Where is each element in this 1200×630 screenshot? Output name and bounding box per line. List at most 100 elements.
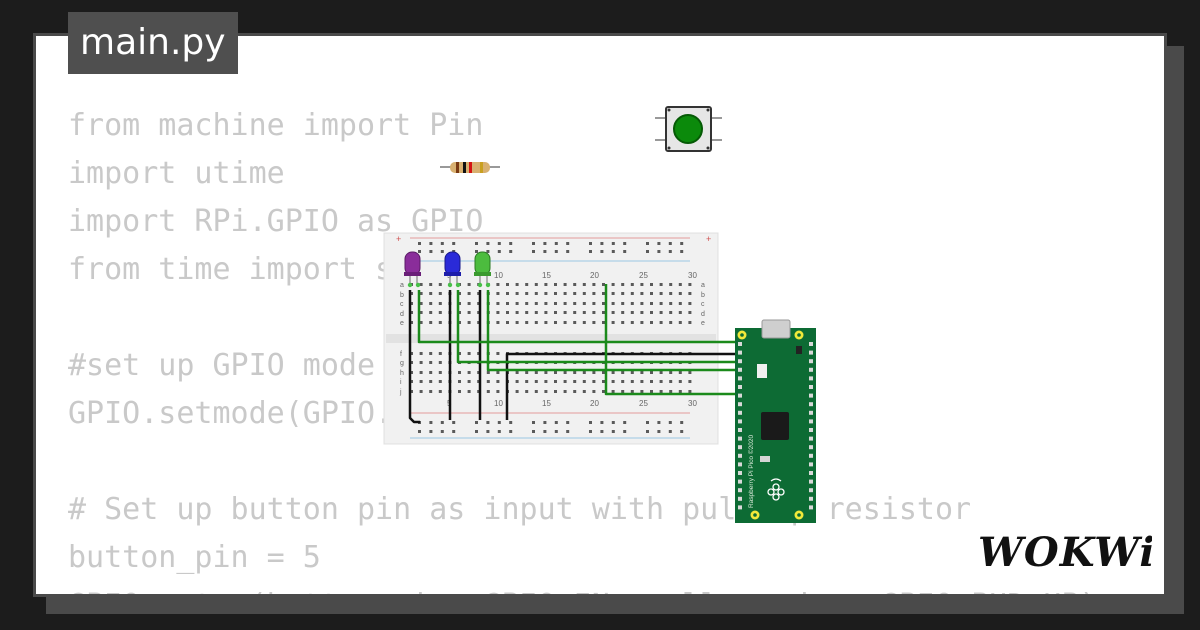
purple-led[interactable] [404, 251, 421, 288]
breadboard-hole[interactable] [640, 390, 644, 393]
breadboard-hole[interactable] [566, 421, 570, 424]
breadboard-hole[interactable] [621, 390, 625, 393]
pico-pin[interactable] [809, 342, 813, 346]
breadboard-hole[interactable] [410, 380, 413, 383]
breadboard-hole[interactable] [554, 380, 557, 383]
breadboard-hole[interactable] [452, 421, 456, 424]
breadboard-hole[interactable] [532, 430, 535, 433]
breadboard-hole[interactable] [419, 352, 423, 355]
breadboard-hole[interactable] [611, 390, 615, 393]
breadboard-hole[interactable] [534, 380, 538, 383]
green-led[interactable] [474, 251, 491, 288]
breadboard-hole[interactable] [592, 371, 596, 374]
breadboard-hole[interactable] [429, 250, 433, 253]
signal-wire[interactable] [417, 290, 746, 344]
breadboard-hole[interactable] [515, 321, 519, 324]
breadboard-hole[interactable] [440, 242, 444, 245]
breadboard-hole[interactable] [544, 380, 548, 383]
breadboard-hole[interactable] [592, 390, 596, 393]
breadboard-hole[interactable] [418, 242, 421, 245]
breadboard-hole[interactable] [486, 390, 490, 393]
breadboard-hole[interactable] [509, 250, 513, 253]
breadboard-hole[interactable] [543, 250, 547, 253]
breadboard-hole[interactable] [554, 321, 557, 324]
breadboard-hole[interactable] [419, 321, 423, 324]
breadboard-hole[interactable] [650, 311, 653, 314]
breadboard-hole[interactable] [621, 321, 625, 324]
breadboard-hole[interactable] [429, 292, 433, 295]
breadboard-hole[interactable] [475, 242, 478, 245]
breadboard-hole[interactable] [418, 250, 421, 253]
pico-pin[interactable] [809, 436, 813, 441]
breadboard-hole[interactable] [534, 311, 538, 314]
breadboard-hole[interactable] [496, 321, 500, 324]
breadboard-hole[interactable] [680, 421, 684, 424]
breadboard-hole[interactable] [623, 421, 627, 424]
breadboard-hole[interactable] [659, 371, 663, 374]
breadboard-hole[interactable] [630, 311, 634, 314]
breadboard-hole[interactable] [573, 321, 577, 324]
file-tab[interactable]: main.py [68, 12, 238, 74]
breadboard-hole[interactable] [410, 371, 413, 374]
breadboard-hole[interactable] [543, 421, 547, 424]
breadboard-hole[interactable] [669, 321, 673, 324]
ground-wire[interactable] [408, 290, 420, 424]
breadboard-hole[interactable] [611, 371, 615, 374]
breadboard-hole[interactable] [623, 242, 627, 245]
breadboard-hole[interactable] [554, 292, 557, 295]
signal-wire[interactable] [486, 290, 746, 372]
breadboard-hole[interactable] [680, 250, 684, 253]
breadboard-hole[interactable] [566, 250, 570, 253]
pico-pin[interactable] [809, 453, 813, 458]
breadboard-hole[interactable] [543, 242, 547, 245]
breadboard-hole[interactable] [630, 390, 634, 393]
breadboard-hole[interactable] [544, 390, 548, 393]
breadboard-hole[interactable] [678, 321, 682, 324]
breadboard-hole[interactable] [669, 292, 673, 295]
breadboard-hole[interactable] [496, 302, 500, 305]
breadboard-hole[interactable] [602, 302, 605, 305]
breadboard-hole[interactable] [611, 321, 615, 324]
breadboard-hole[interactable] [544, 302, 548, 305]
breadboard-hole[interactable] [486, 242, 490, 245]
breadboard-hole[interactable] [688, 283, 692, 286]
pico-pin[interactable] [738, 428, 742, 432]
breadboard-hole[interactable] [554, 311, 557, 314]
breadboard-hole[interactable] [650, 302, 653, 305]
breadboard-hole[interactable] [410, 302, 413, 305]
breadboard-hole[interactable] [611, 430, 615, 433]
pico-pin[interactable] [809, 350, 813, 355]
breadboard-hole[interactable] [563, 292, 567, 295]
breadboard-hole[interactable] [573, 390, 577, 393]
breadboard-hole[interactable] [630, 321, 634, 324]
breadboard-hole[interactable] [429, 242, 433, 245]
breadboard-hole[interactable] [467, 352, 471, 355]
breadboard-hole[interactable] [678, 380, 682, 383]
breadboard-hole[interactable] [600, 430, 604, 433]
breadboard-hole[interactable] [563, 371, 567, 374]
breadboard-hole[interactable] [534, 390, 538, 393]
breadboard-hole[interactable] [563, 321, 567, 324]
breadboard-hole[interactable] [592, 302, 596, 305]
pico-pin[interactable] [809, 505, 813, 510]
breadboard-hole[interactable] [621, 283, 625, 286]
breadboard-hole[interactable] [659, 380, 663, 383]
breadboard-hole[interactable] [486, 371, 490, 374]
breadboard-hole[interactable] [589, 421, 592, 424]
breadboard-hole[interactable] [486, 430, 490, 433]
breadboard-hole[interactable] [646, 421, 649, 424]
breadboard-hole[interactable] [573, 292, 577, 295]
breadboard-hole[interactable] [554, 430, 558, 433]
breadboard-hole[interactable] [600, 421, 604, 424]
breadboard-hole[interactable] [582, 371, 586, 374]
breadboard-hole[interactable] [438, 311, 442, 314]
pico-pin[interactable] [809, 462, 813, 467]
breadboard-hole[interactable] [563, 390, 567, 393]
breadboard-hole[interactable] [467, 380, 471, 383]
breadboard-hole[interactable] [509, 430, 513, 433]
pico-pin[interactable] [738, 419, 742, 424]
breadboard-hole[interactable] [630, 380, 634, 383]
breadboard-hole[interactable] [640, 283, 644, 286]
breadboard-hole[interactable] [678, 311, 682, 314]
breadboard-hole[interactable] [602, 292, 605, 295]
